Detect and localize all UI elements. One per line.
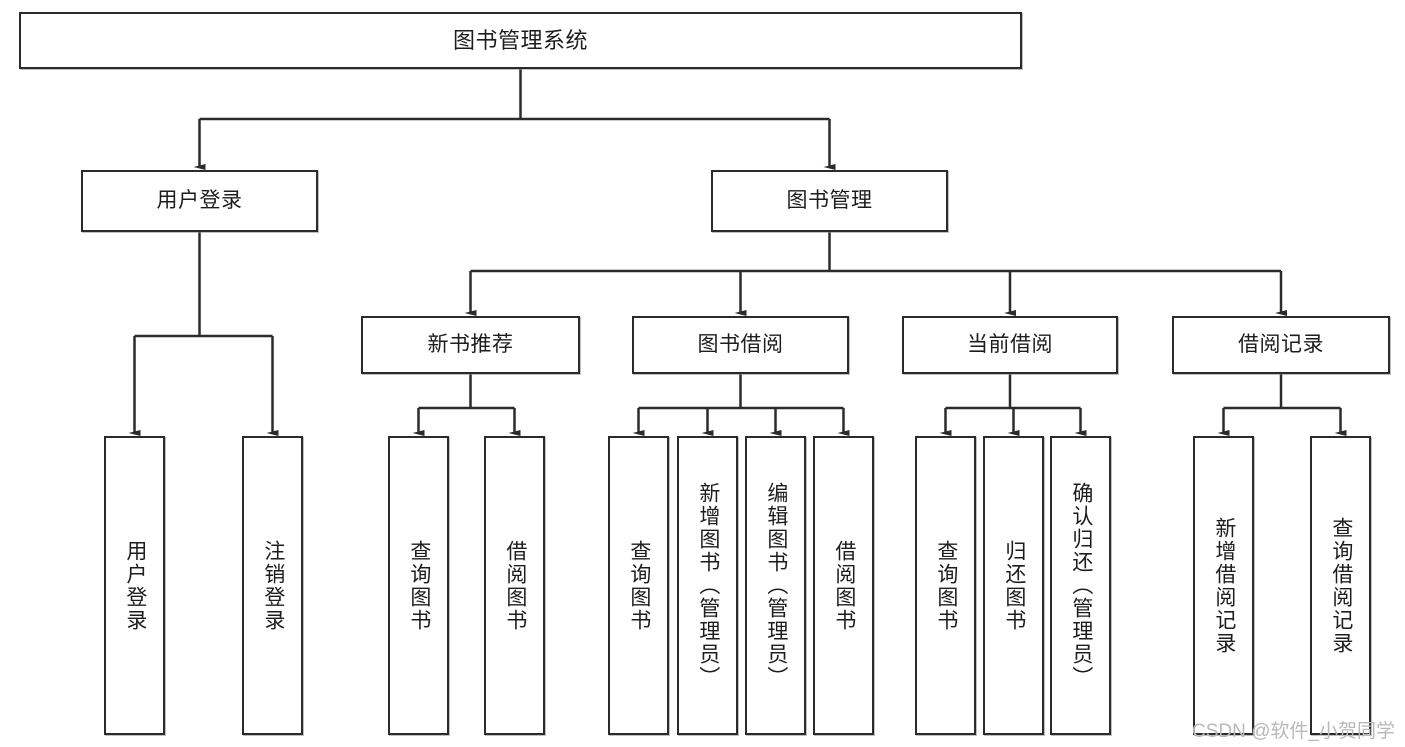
node-label: 图书借阅 [697, 332, 784, 356]
edge-group [128, 69, 1347, 436]
node-leaf-query-book-2[interactable]: 查询图书 [608, 436, 669, 735]
node-user-login[interactable]: 用户登录 [81, 170, 318, 232]
node-leaf-add-record[interactable]: 新增借阅记录 [1193, 436, 1254, 735]
node-label: 归还图书 [1002, 539, 1026, 632]
node-leaf-user-login[interactable]: 用户登录 [104, 436, 165, 735]
node-label: 确认归还（管理员） [1069, 482, 1093, 689]
node-label: 查询图书 [407, 539, 431, 632]
node-leaf-edit-book[interactable]: 编辑图书（管理员） [745, 436, 806, 735]
node-leaf-query-record[interactable]: 查询借阅记录 [1310, 436, 1371, 735]
node-label: 用户登录 [156, 188, 243, 212]
node-leaf-add-book[interactable]: 新增图书（管理员） [677, 436, 738, 735]
node-label: 新书推荐 [427, 332, 514, 356]
node-leaf-query-book-1[interactable]: 查询图书 [388, 436, 449, 735]
node-book-manage[interactable]: 图书管理 [711, 170, 948, 232]
node-current-borrow[interactable]: 当前借阅 [902, 316, 1118, 374]
node-label: 新增借阅记录 [1212, 516, 1236, 655]
node-borrow-record[interactable]: 借阅记录 [1172, 316, 1390, 374]
node-leaf-borrow-book-2[interactable]: 借阅图书 [813, 436, 874, 735]
node-label: 借阅记录 [1238, 332, 1324, 356]
node-label: 查询图书 [627, 539, 651, 632]
node-label: 用户登录 [123, 539, 147, 632]
node-book-borrow[interactable]: 图书借阅 [632, 316, 849, 374]
node-label: 编辑图书（管理员） [764, 482, 788, 689]
node-label: 注销登录 [261, 539, 285, 632]
node-label: 查询图书 [934, 539, 958, 632]
node-label: 图书管理系统 [452, 27, 588, 53]
node-label: 借阅图书 [503, 539, 527, 632]
node-leaf-confirm-return[interactable]: 确认归还（管理员） [1050, 436, 1111, 735]
node-leaf-query-book-3[interactable]: 查询图书 [915, 436, 976, 735]
node-leaf-logout[interactable]: 注销登录 [242, 436, 303, 735]
node-label: 查询借阅记录 [1329, 516, 1353, 655]
node-leaf-return-book[interactable]: 归还图书 [983, 436, 1044, 735]
node-label: 当前借阅 [967, 332, 1053, 356]
node-new-book-recommend[interactable]: 新书推荐 [361, 316, 580, 374]
node-root[interactable]: 图书管理系统 [19, 12, 1022, 69]
watermark-text: CSDN @软件_小贺同学 [1192, 721, 1395, 742]
node-label: 新增图书（管理员） [696, 482, 720, 689]
node-label: 借阅图书 [832, 539, 856, 632]
node-leaf-borrow-book-1[interactable]: 借阅图书 [484, 436, 545, 735]
node-label: 图书管理 [786, 188, 873, 212]
